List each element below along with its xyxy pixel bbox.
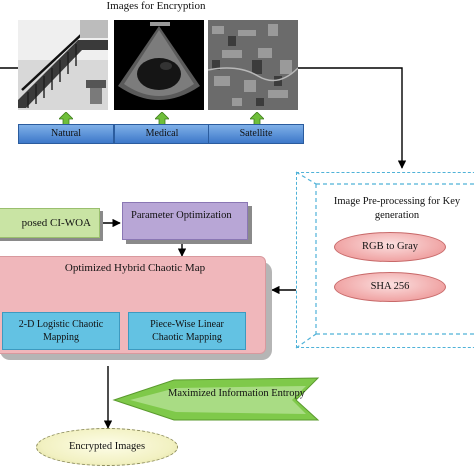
arrow-up-icon	[250, 112, 264, 126]
logistic-line-2: Mapping	[42, 332, 80, 343]
preprocessing-title-line-1: Image Pre-processing for Key	[333, 196, 461, 207]
piecewise-line-2: Chaotic Mapping	[152, 332, 222, 343]
logistic-line-1: 2-D Logistic Chaotic	[18, 319, 104, 330]
sha256-step: SHA 256	[334, 272, 446, 302]
natural-category-button: Natural	[18, 124, 114, 144]
preprocessing-title: Image Pre-processing for Key generation	[312, 195, 474, 223]
ultrasound-scan-icon	[114, 20, 204, 110]
medical-category-button: Medical	[114, 124, 210, 144]
satellite-category-button: Satellite	[208, 124, 304, 144]
satellite-terrain-icon	[208, 20, 298, 110]
preprocessing-title-line-2: generation	[374, 210, 420, 221]
images-to-preprocess-arrow	[298, 67, 407, 169]
piecewise-line-1: Piece-Wise Linear	[150, 319, 224, 330]
logistic-chaotic-mapping-box: 2-D Logistic Chaotic Mapping	[2, 312, 120, 350]
piecewise-linear-mapping-box: Piece-Wise Linear Chaotic Mapping	[128, 312, 246, 350]
entropy-arrow-shape	[112, 377, 320, 421]
arrow-up-icon	[155, 112, 169, 126]
medical-image-thumb	[114, 20, 204, 110]
satellite-image-thumb	[208, 20, 298, 110]
maximized-entropy-label: Maximized Information Entropy	[168, 388, 306, 399]
natural-image-thumb	[18, 20, 108, 110]
parameter-optimization-box: Parameter Optimization	[122, 202, 248, 240]
hybrid-panel-title: Optimized Hybrid Chaotic Map	[64, 262, 206, 274]
page-title: Images for Encryption	[106, 0, 206, 12]
rgb-to-gray-step: RGB to Gray	[334, 232, 446, 262]
proposed-ciwoa-box: posed CI-WOA	[0, 208, 100, 238]
staircase-photo-icon	[18, 20, 108, 110]
arrow-up-icon	[59, 112, 73, 126]
encrypted-images-output: Encrypted Images	[36, 428, 178, 466]
preprocessing-box	[296, 172, 474, 348]
